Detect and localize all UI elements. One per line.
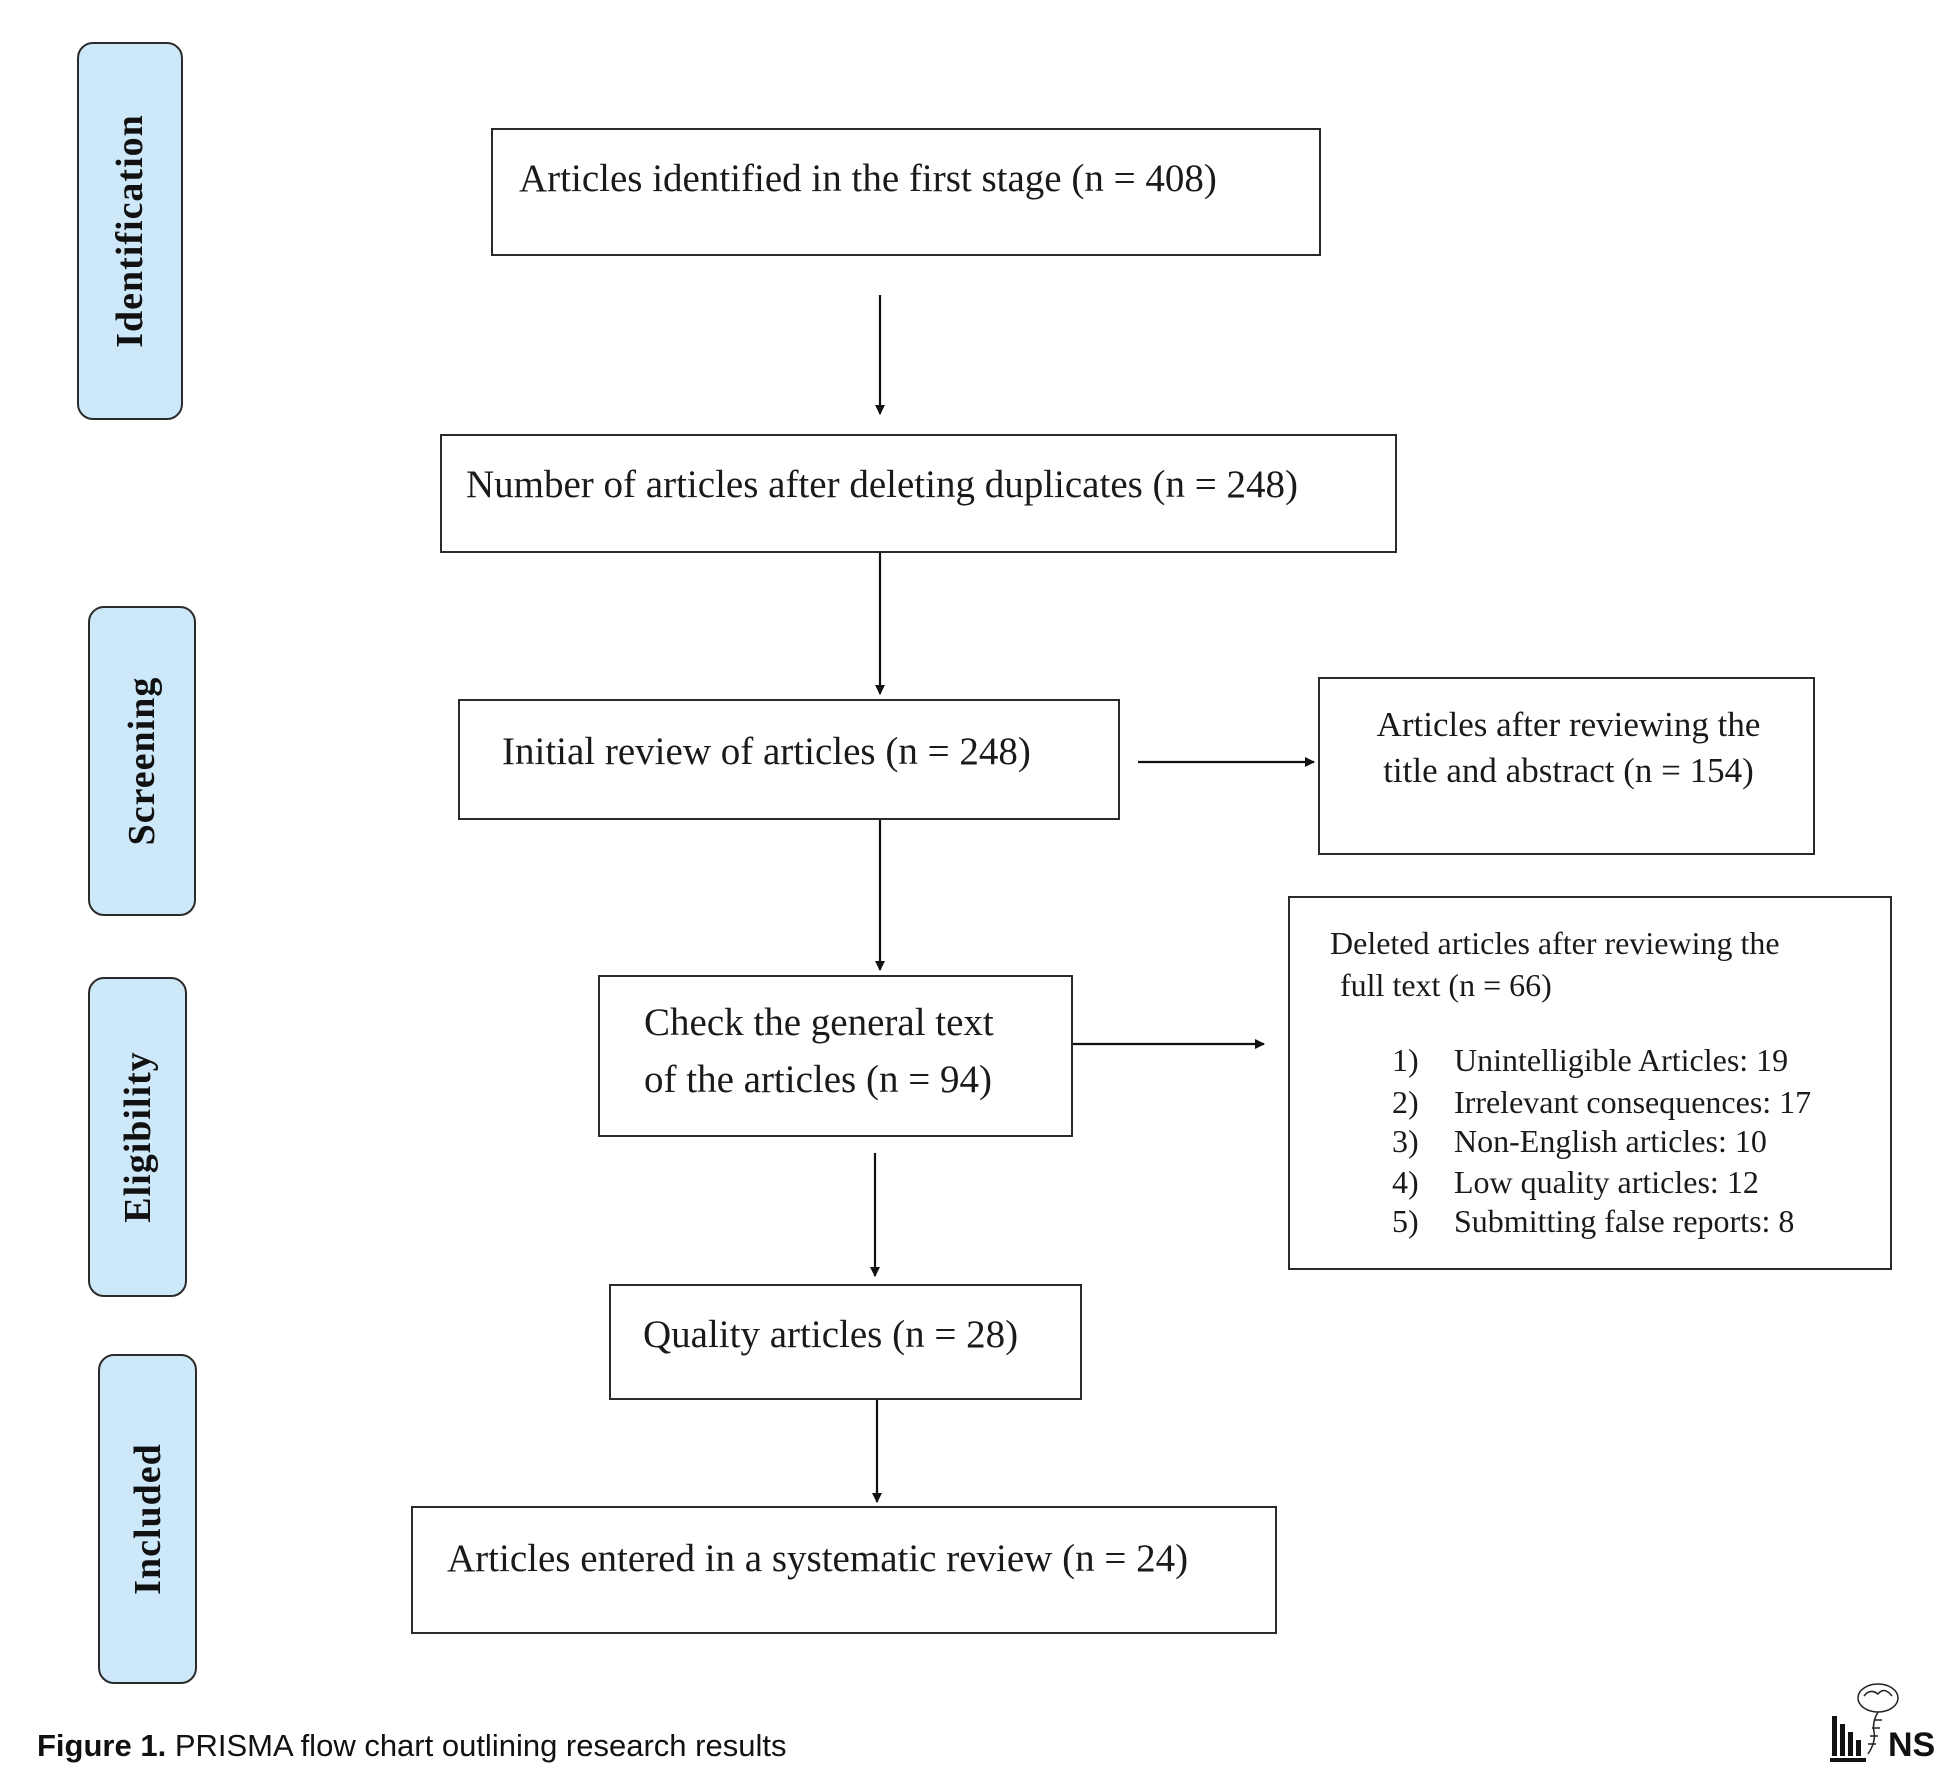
list-item: Irrelevant consequences: 17	[1454, 1084, 1812, 1120]
box-check-text: Check the general text of the articles (…	[598, 975, 1073, 1137]
figure-caption-text: PRISMA flow chart outlining research res…	[166, 1728, 787, 1763]
box-identified-text: Articles identified in the first stage (…	[519, 157, 1217, 200]
box-entered-text: Articles entered in a systematic review …	[447, 1537, 1189, 1580]
box-after-duplicates-text: Number of articles after deleting duplic…	[466, 463, 1299, 506]
list-item-number: 3)	[1392, 1123, 1419, 1159]
figure-caption: Figure 1. PRISMA flow chart outlining re…	[37, 1728, 786, 1764]
stage-screening: Screening	[88, 606, 196, 916]
box-entered: Articles entered in a systematic review …	[411, 1506, 1277, 1634]
box-title-abstract-line1: Articles after reviewing the	[1376, 705, 1761, 744]
box-title-abstract: Articles after reviewing the title and a…	[1318, 677, 1815, 855]
box-deleted: Deleted articles after reviewing the ful…	[1288, 896, 1892, 1270]
box-deleted-title-line1: Deleted articles after reviewing the	[1330, 925, 1780, 961]
box-title-abstract-line2: title and abstract (n = 154)	[1383, 751, 1754, 790]
box-check-text-line2: of the articles (n = 94)	[644, 1058, 992, 1101]
box-quality: Quality articles (n = 28)	[609, 1284, 1082, 1400]
list-item: Non-English articles: 10	[1454, 1123, 1767, 1159]
stage-identification: Identification	[77, 42, 183, 420]
figure-caption-label: Figure 1.	[37, 1728, 167, 1763]
list-item-number: 2)	[1392, 1084, 1419, 1120]
box-quality-text: Quality articles (n = 28)	[643, 1313, 1019, 1356]
stage-included: Included	[98, 1354, 197, 1684]
list-item-number: 5)	[1392, 1203, 1419, 1239]
list-item: Submitting false reports: 8	[1454, 1203, 1795, 1239]
box-identified: Articles identified in the first stage (…	[491, 128, 1321, 256]
brain-spine-logo-icon: NS	[1830, 1680, 1940, 1765]
box-deleted-title-line2: full text (n = 66)	[1340, 967, 1552, 1003]
list-item-number: 1)	[1392, 1042, 1419, 1078]
box-after-duplicates: Number of articles after deleting duplic…	[440, 434, 1397, 553]
stage-eligibility: Eligibility	[88, 977, 187, 1297]
box-check-text-line1: Check the general text	[644, 1001, 994, 1044]
list-item-number: 4)	[1392, 1164, 1419, 1200]
box-initial-review-text: Initial review of articles (n = 248)	[502, 730, 1031, 773]
list-item: Low quality articles: 12	[1454, 1164, 1759, 1200]
box-initial-review: Initial review of articles (n = 248)	[458, 699, 1120, 820]
list-item: Unintelligible Articles: 19	[1454, 1042, 1789, 1078]
logo-text: NS	[1888, 1726, 1935, 1764]
